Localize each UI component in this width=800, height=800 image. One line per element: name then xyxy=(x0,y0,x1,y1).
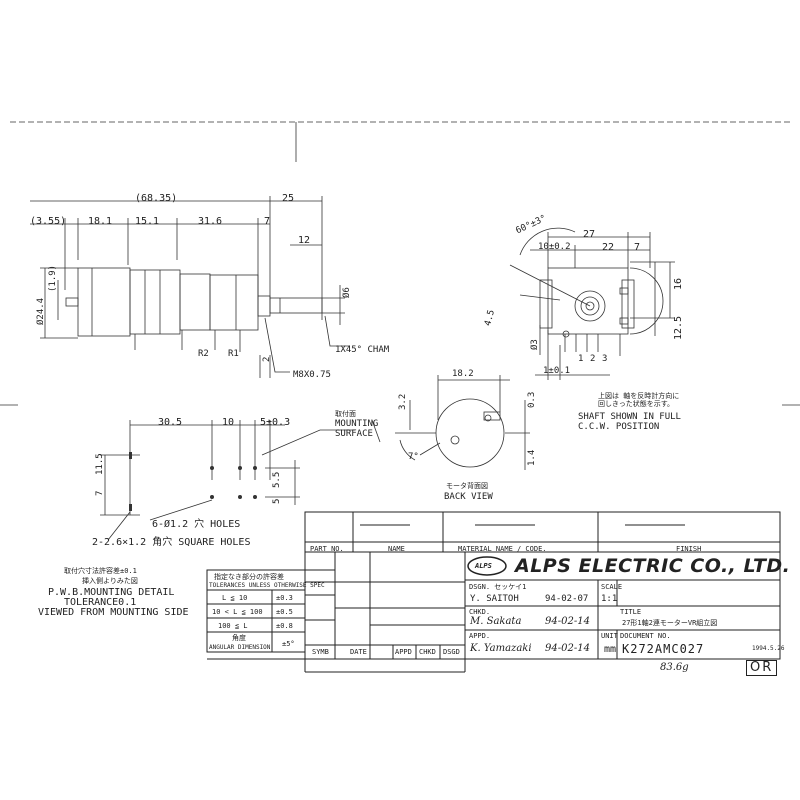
header-name: NAME xyxy=(388,545,405,553)
designer-name: Y. SAITOH xyxy=(470,594,519,604)
unit-label: UNIT xyxy=(601,632,618,640)
revision-date: DATE xyxy=(350,648,367,656)
dim-5-5: 5.5 xyxy=(272,471,282,488)
title-label: TITLE xyxy=(620,608,642,616)
scale-label: SCALE xyxy=(601,583,623,591)
pin-2-label: 2 xyxy=(590,354,596,364)
dim-1-4: 1.4 xyxy=(527,449,537,466)
revision-chkd: CHKD xyxy=(419,648,436,656)
drawing-title: 27形1軸2連モーターVR組立図 xyxy=(622,619,718,627)
dim-12-5: 12.5 xyxy=(673,315,684,340)
dim-16: 16 xyxy=(673,277,684,290)
dim-7: 7 xyxy=(264,216,271,227)
revision-appd: APPD xyxy=(395,648,412,656)
dim-3-2: 3.2 xyxy=(398,393,408,410)
document-date-stamp: 1994.5.26 xyxy=(752,645,785,652)
revision-symb: SYMB xyxy=(312,648,329,656)
dim-10: 10±0.2 xyxy=(538,242,571,252)
document-number: K272AMC027 xyxy=(622,642,705,656)
shaft-note-jp: 上図は 軸を反時計方向に回しきった状態を示す。 xyxy=(598,392,680,408)
company-name: ALPS ELECTRIC CO., LTD. xyxy=(515,555,791,577)
dim-5-tolerance: 5±0.3 xyxy=(260,417,291,428)
approved-date: 94-02-14 xyxy=(545,643,590,654)
angular-label-en: ANGULAR DIMENSION xyxy=(209,644,271,651)
header-finish: FINISH xyxy=(676,545,702,553)
alps-logo-text: ALPS xyxy=(475,562,492,570)
designed-by-label: DSGN. セッケイ1 xyxy=(469,583,527,591)
dim-31-6: 31.6 xyxy=(198,216,223,227)
scale-value: 1:1 xyxy=(601,594,618,604)
shaft-note-line2: C.C.W. POSITION xyxy=(578,422,660,432)
angular-value: ±5° xyxy=(282,640,295,648)
mounting-surface-line2: SURFACE xyxy=(335,429,373,439)
dim-1-tolerance: 1±0.1 xyxy=(543,366,571,376)
dim-overall-length: (68.35) xyxy=(135,193,178,204)
viewed-from-note: VIEWED FROM MOUNTING SIDE xyxy=(38,607,189,618)
tolerance-row2-value: ±0.5 xyxy=(276,608,293,616)
dim-3-55: (3.55) xyxy=(30,216,67,227)
thread-note: M8X0.75 xyxy=(293,370,331,380)
dim-7-front: 7 xyxy=(634,242,641,253)
dim-shaft-length: 25 xyxy=(282,193,295,204)
checked-date: 94-02-14 xyxy=(545,616,590,627)
back-view-label-jp: モータ背面図 xyxy=(446,482,488,490)
mounting-surface-jp: 取付面 xyxy=(335,410,356,418)
dim-18-1: 18.1 xyxy=(88,216,113,227)
dim-18-2: 18.2 xyxy=(452,369,474,379)
mounting-surface-line1: MOUNTING xyxy=(335,419,379,429)
dim-1-9: (1.9) xyxy=(48,264,58,292)
tolerance-row2-range: 10 < L ≦ 100 xyxy=(212,608,263,616)
weight-annotation: 83.6g xyxy=(660,662,689,673)
pin-3-label: 3 xyxy=(602,354,608,364)
dim-2: 2 xyxy=(262,356,272,362)
chamfer-note: 1X45° CHAM xyxy=(335,345,390,355)
pin-1-label: 1 xyxy=(578,354,584,364)
tolerance-row3-value: ±0.8 xyxy=(276,622,293,630)
dim-30-5: 30.5 xyxy=(158,417,183,428)
approved-by-label: APPD. xyxy=(469,632,491,640)
unit-value: mm xyxy=(604,644,617,655)
document-no-label: DOCUMENT NO. xyxy=(620,632,671,640)
dim-0-3: 0.3 xyxy=(527,391,537,408)
or-stamp: OR xyxy=(746,660,778,676)
hole-tolerance-jp: 取付穴寸法許容差±0.1 xyxy=(64,567,137,575)
checker-signature: M. Sakata xyxy=(470,616,522,627)
revision-dsgd: DSGD xyxy=(443,648,460,656)
dim-12: 12 xyxy=(298,235,311,246)
tolerance-row3-range: 100 ≦ L xyxy=(218,622,248,630)
terminal-r2: R2 xyxy=(198,349,209,359)
designed-date: 94-02-07 xyxy=(545,594,589,604)
dim-22: 22 xyxy=(602,242,615,253)
shaft-note-line1: SHAFT SHOWN IN FULL xyxy=(578,412,681,422)
approver-signature: K. Yamazaki xyxy=(470,643,532,654)
dim-11-5: 11.5 xyxy=(95,453,105,475)
dim-7-mount: 7 xyxy=(95,490,105,496)
dim-15-1: 15.1 xyxy=(135,216,160,227)
tolerance-title-en: TOLERANCES UNLESS OTHERWISE SPEC xyxy=(209,582,325,589)
alps-logo-mark xyxy=(467,556,507,576)
pwb-mounting-detail: P.W.B.MOUNTING DETAIL xyxy=(48,587,175,598)
back-view-label: BACK VIEW xyxy=(444,492,493,502)
header-material: MATERIAL NAME / CODE. xyxy=(458,545,547,553)
dim-diameter-3: Ø3 xyxy=(530,339,540,350)
tolerance-row1-value: ±0.3 xyxy=(276,594,293,602)
header-part-no: PART NO. xyxy=(310,545,344,553)
dim-diameter-6: Ø6 xyxy=(342,287,352,298)
tolerance-title-jp: 指定なき部分の許容差 xyxy=(214,573,284,581)
terminal-r1: R1 xyxy=(228,349,239,359)
dim-5-mount: 5 xyxy=(272,498,282,504)
tolerance-row1-range: L ≦ 10 xyxy=(222,594,248,602)
pwb-tolerance: TOLERANCE0.1 xyxy=(64,597,137,608)
angular-label-jp: 角度 xyxy=(232,634,246,642)
dim-diameter-24-4: Ø24.4 xyxy=(36,297,46,325)
view-direction-jp: 挿入側よりみた図 xyxy=(82,577,138,585)
round-holes-note: 6-Ø1.2 穴 HOLES xyxy=(152,519,241,530)
checked-by-label: CHKD. xyxy=(469,608,491,616)
square-holes-note: 2-2.6×1.2 角穴 SQUARE HOLES xyxy=(92,537,251,548)
dim-angle-7: 7° xyxy=(408,452,419,462)
dim-10-mount: 10 xyxy=(222,417,235,428)
dim-27: 27 xyxy=(583,229,596,240)
